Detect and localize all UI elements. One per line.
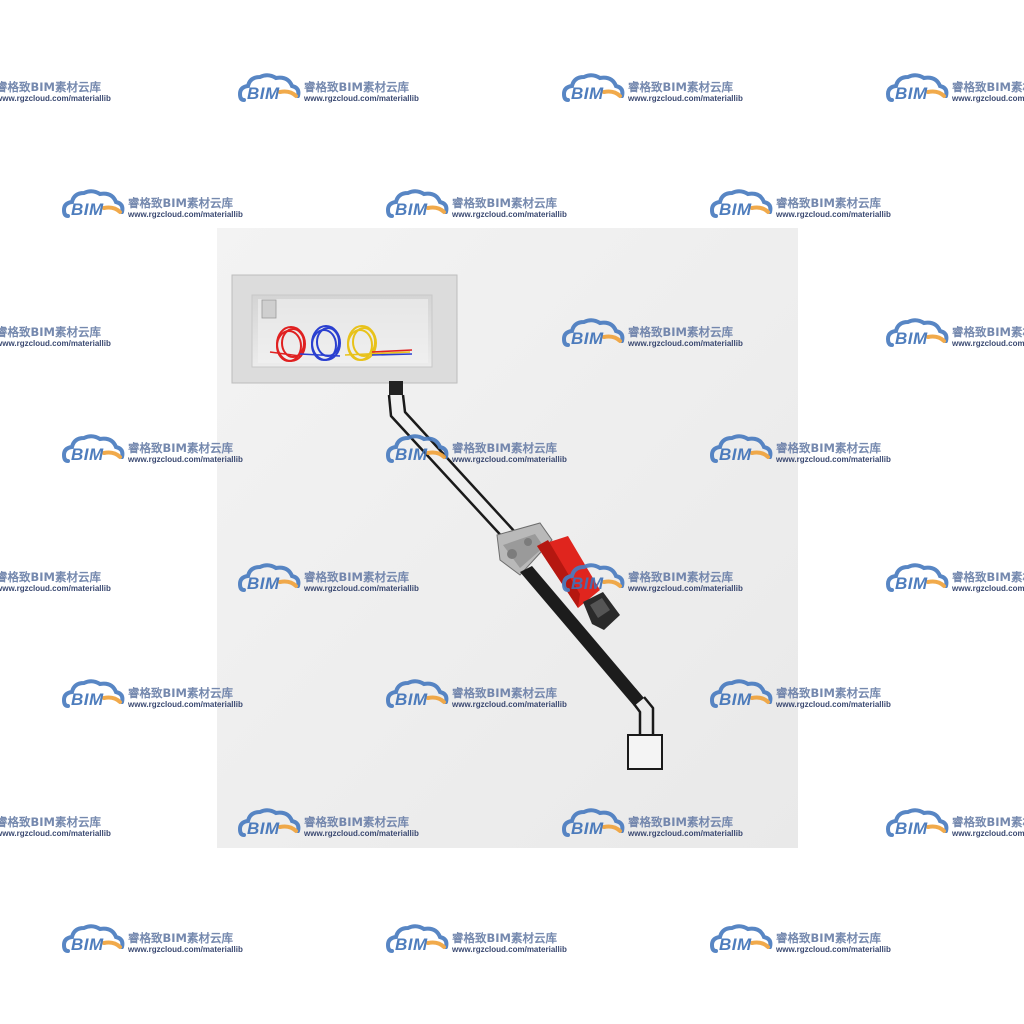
wire-coil-red-icon bbox=[276, 326, 306, 362]
conduit-pipe-lower bbox=[633, 696, 655, 735]
conduit-connector bbox=[389, 381, 403, 395]
wire-coil-yellow-icon bbox=[347, 325, 377, 361]
junction-box-icon bbox=[627, 734, 663, 770]
wall-niche bbox=[231, 274, 458, 384]
conduit-pipe bbox=[387, 394, 516, 543]
wire-tails bbox=[269, 349, 413, 357]
